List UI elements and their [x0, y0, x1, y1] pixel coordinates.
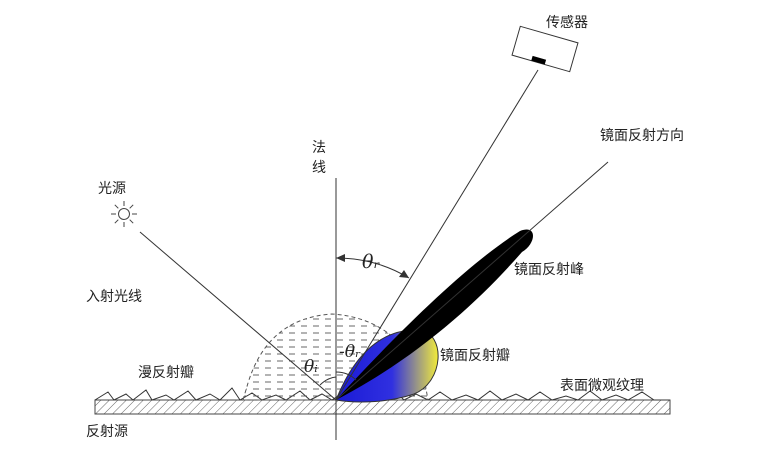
specular-lobe-label: 镜面反射瓣	[440, 348, 510, 364]
normal-line-label-1: 法	[312, 140, 326, 156]
angle-arc-theta-r	[335, 254, 410, 279]
incident-ray-line	[139, 231, 337, 401]
light-source-label: 光源	[98, 181, 126, 197]
specular-direction-label: 镜面反射方向	[600, 128, 684, 144]
surface-texture-label: 表面微观纹理	[560, 378, 644, 394]
diffuse-lobe-label: 漫反射瓣	[138, 365, 194, 381]
theta-r-label: θᵣ	[362, 251, 380, 273]
sensor-line	[335, 69, 539, 401]
sensor-label: 传感器	[546, 14, 588, 31]
normal-line-label-2: 线	[312, 160, 326, 176]
specular-peak-label: 镜面反射峰	[514, 262, 584, 278]
incident-ray-label: 入射光线	[86, 289, 142, 305]
theta-i-label: θᵢ	[304, 357, 318, 377]
theta-r-inner-label: -θᵣ	[339, 342, 361, 362]
angle-arc-inner	[319, 371, 357, 386]
reflection-source-label: 反射源	[86, 424, 128, 440]
specular-direction-line	[335, 161, 609, 401]
sensor-box	[511, 25, 579, 73]
sun-icon	[111, 201, 137, 227]
